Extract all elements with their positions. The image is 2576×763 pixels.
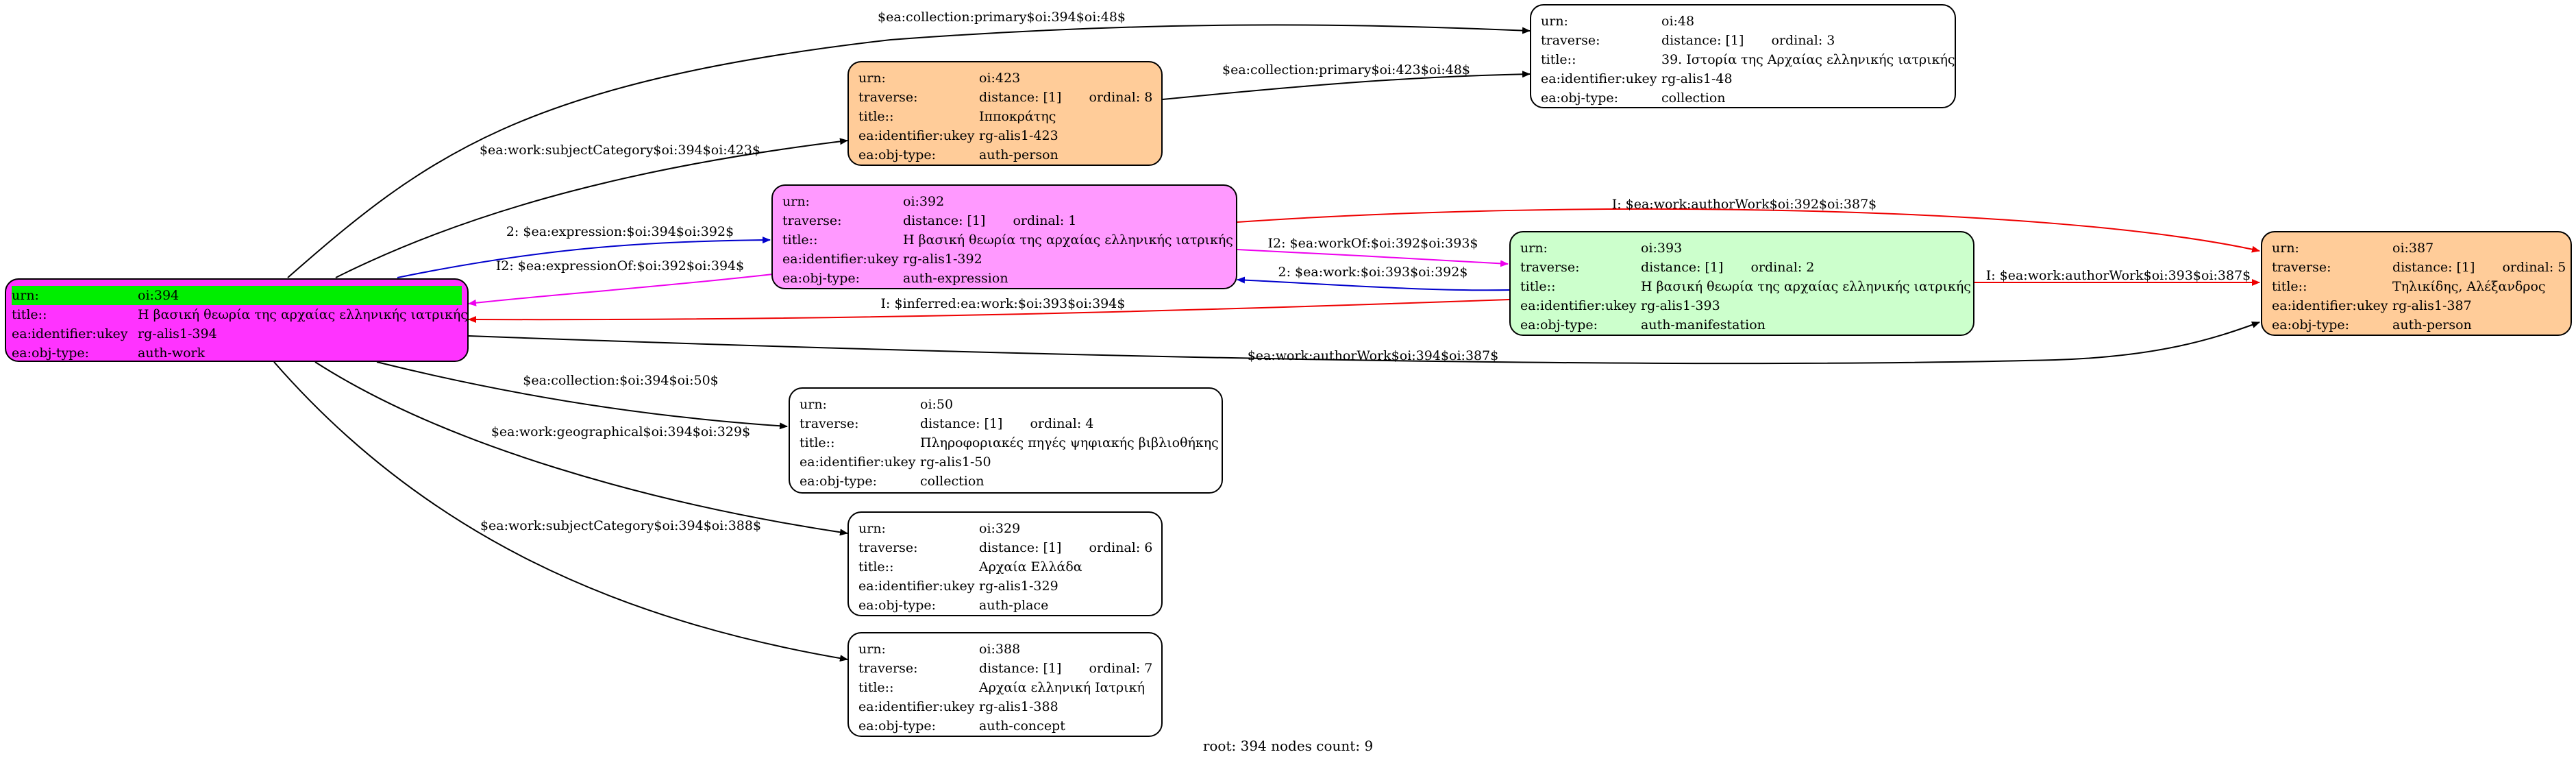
edge-label-394-392: 2: $ea:expression:$oi:394$oi:392$ (506, 224, 734, 239)
edge-label-392-387: I: $ea:work:authorWork$oi:392$oi:387$ (1612, 197, 1877, 212)
edge-label-394-423: $ea:work:subjectCategory$oi:394$oi:423$ (480, 143, 760, 158)
node-394-urn-row: urn:oi:394 (12, 286, 462, 305)
node-oi-388[interactable]: urn:oi:388 traverse:distance: [1]ordinal… (847, 632, 1163, 737)
edge-423-48 (1162, 71, 1531, 100)
edge-393-394 (468, 299, 1510, 324)
node-oi-423[interactable]: urn:oi:423 traverse:distance: [1]ordinal… (847, 61, 1163, 166)
node-394-objtype-row: ea:obj-type:auth-work (12, 346, 206, 361)
node-oi-387[interactable]: urn:oi:387 traverse:distance: [1]ordinal… (2261, 231, 2572, 336)
edge-label-392-394: I2: $ea:expressionOf:$oi:392$oi:394$ (496, 258, 744, 274)
edge-394-329 (314, 361, 848, 536)
node-oi-48[interactable]: urn:oi:48 traverse:distance: [1]ordinal:… (1530, 4, 1956, 108)
edge-394-392 (397, 237, 771, 278)
edge-394-48 (287, 24, 1531, 278)
node-oi-329[interactable]: urn:oi:329 traverse:distance: [1]ordinal… (847, 511, 1163, 616)
edge-label-393-394: I: $inferred:ea:work:$oi:393$oi:394$ (881, 296, 1126, 311)
node-oi-393[interactable]: urn:oi:393 traverse:distance: [1]ordinal… (1509, 231, 1974, 336)
edge-label-394-48: $ea:collection:primary$oi:394$oi:48$ (878, 10, 1126, 25)
edge-label-393-392: 2: $ea:work:$oi:393$oi:392$ (1278, 265, 1468, 280)
node-oi-392[interactable]: urn:oi:392 traverse:distance: [1]ordinal… (771, 184, 1237, 289)
edge-label-394-50: $ea:collection:$oi:394$oi:50$ (523, 373, 719, 388)
edge-label-394-388: $ea:work:subjectCategory$oi:394$oi:388$ (480, 518, 761, 533)
edge-label-394-387: $ea:work:authorWork$oi:394$oi:387$ (1248, 348, 1499, 363)
edge-394-387 (468, 322, 2260, 365)
graph-footer: root: 394 nodes count: 9 (1202, 738, 1374, 754)
edge-392-393 (1237, 249, 1509, 267)
node-oi-50[interactable]: urn:oi:50 traverse:distance: [1]ordinal:… (789, 387, 1223, 494)
edge-label-392-393: I2: $ea:workOf:$oi:392$oi:393$ (1267, 236, 1478, 251)
edge-label-423-48: $ea:collection:primary$oi:423$oi:48$ (1222, 62, 1470, 77)
edge-393-392 (1237, 276, 1510, 291)
node-394-title-row: title::Η βασική θεωρία της αρχαίας ελλην… (12, 307, 468, 322)
node-oi-394[interactable]: urn:oi:394 title::Η βασική θεωρία της αρ… (5, 278, 469, 362)
edge-392-387 (1237, 208, 2260, 253)
edge-label-394-329: $ea:work:geographical$oi:394$oi:329$ (491, 424, 750, 439)
edge-394-423 (335, 138, 848, 278)
edge-label-393-387: I: $ea:work:authorWork$oi:393$oi:387$ (1986, 268, 2251, 283)
edge-392-394 (468, 274, 773, 306)
edge-394-50 (376, 361, 788, 430)
edge-394-388 (273, 361, 848, 662)
